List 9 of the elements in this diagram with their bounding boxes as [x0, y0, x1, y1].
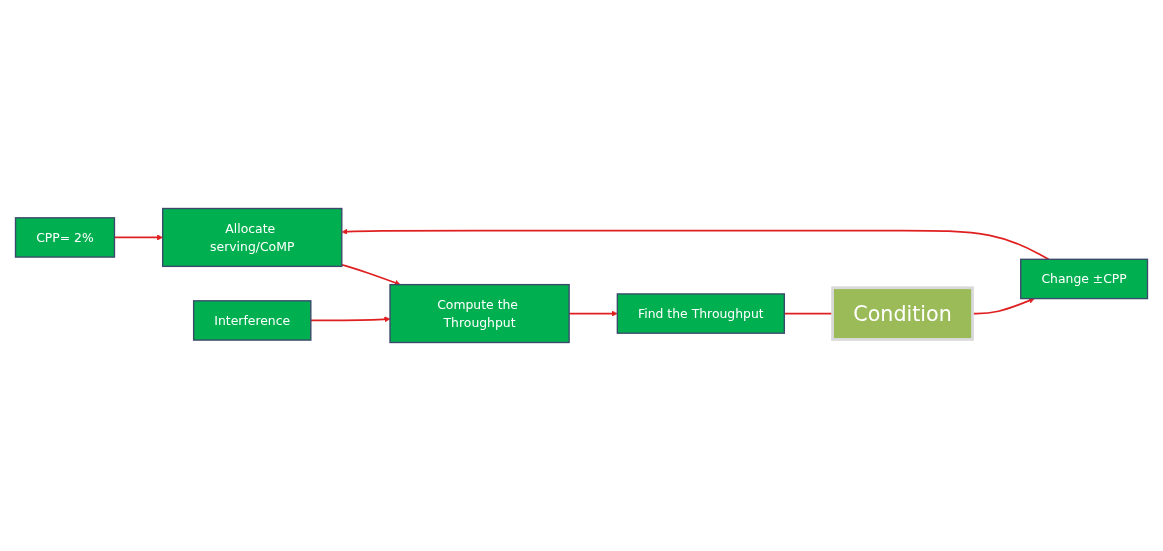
node-box: Condition: [831, 286, 974, 341]
arrow: [340, 263, 401, 286]
node-box: Compute the Throughput: [389, 283, 570, 344]
node-box: Change ±CPP: [1020, 258, 1149, 300]
node-box: Find the Throughput: [616, 293, 786, 334]
arrow: [341, 228, 1050, 261]
node-box: Interference: [192, 300, 312, 341]
node-box: Allocate serving/CoMP: [162, 207, 343, 268]
node-box: CPP= 2%: [14, 217, 116, 258]
